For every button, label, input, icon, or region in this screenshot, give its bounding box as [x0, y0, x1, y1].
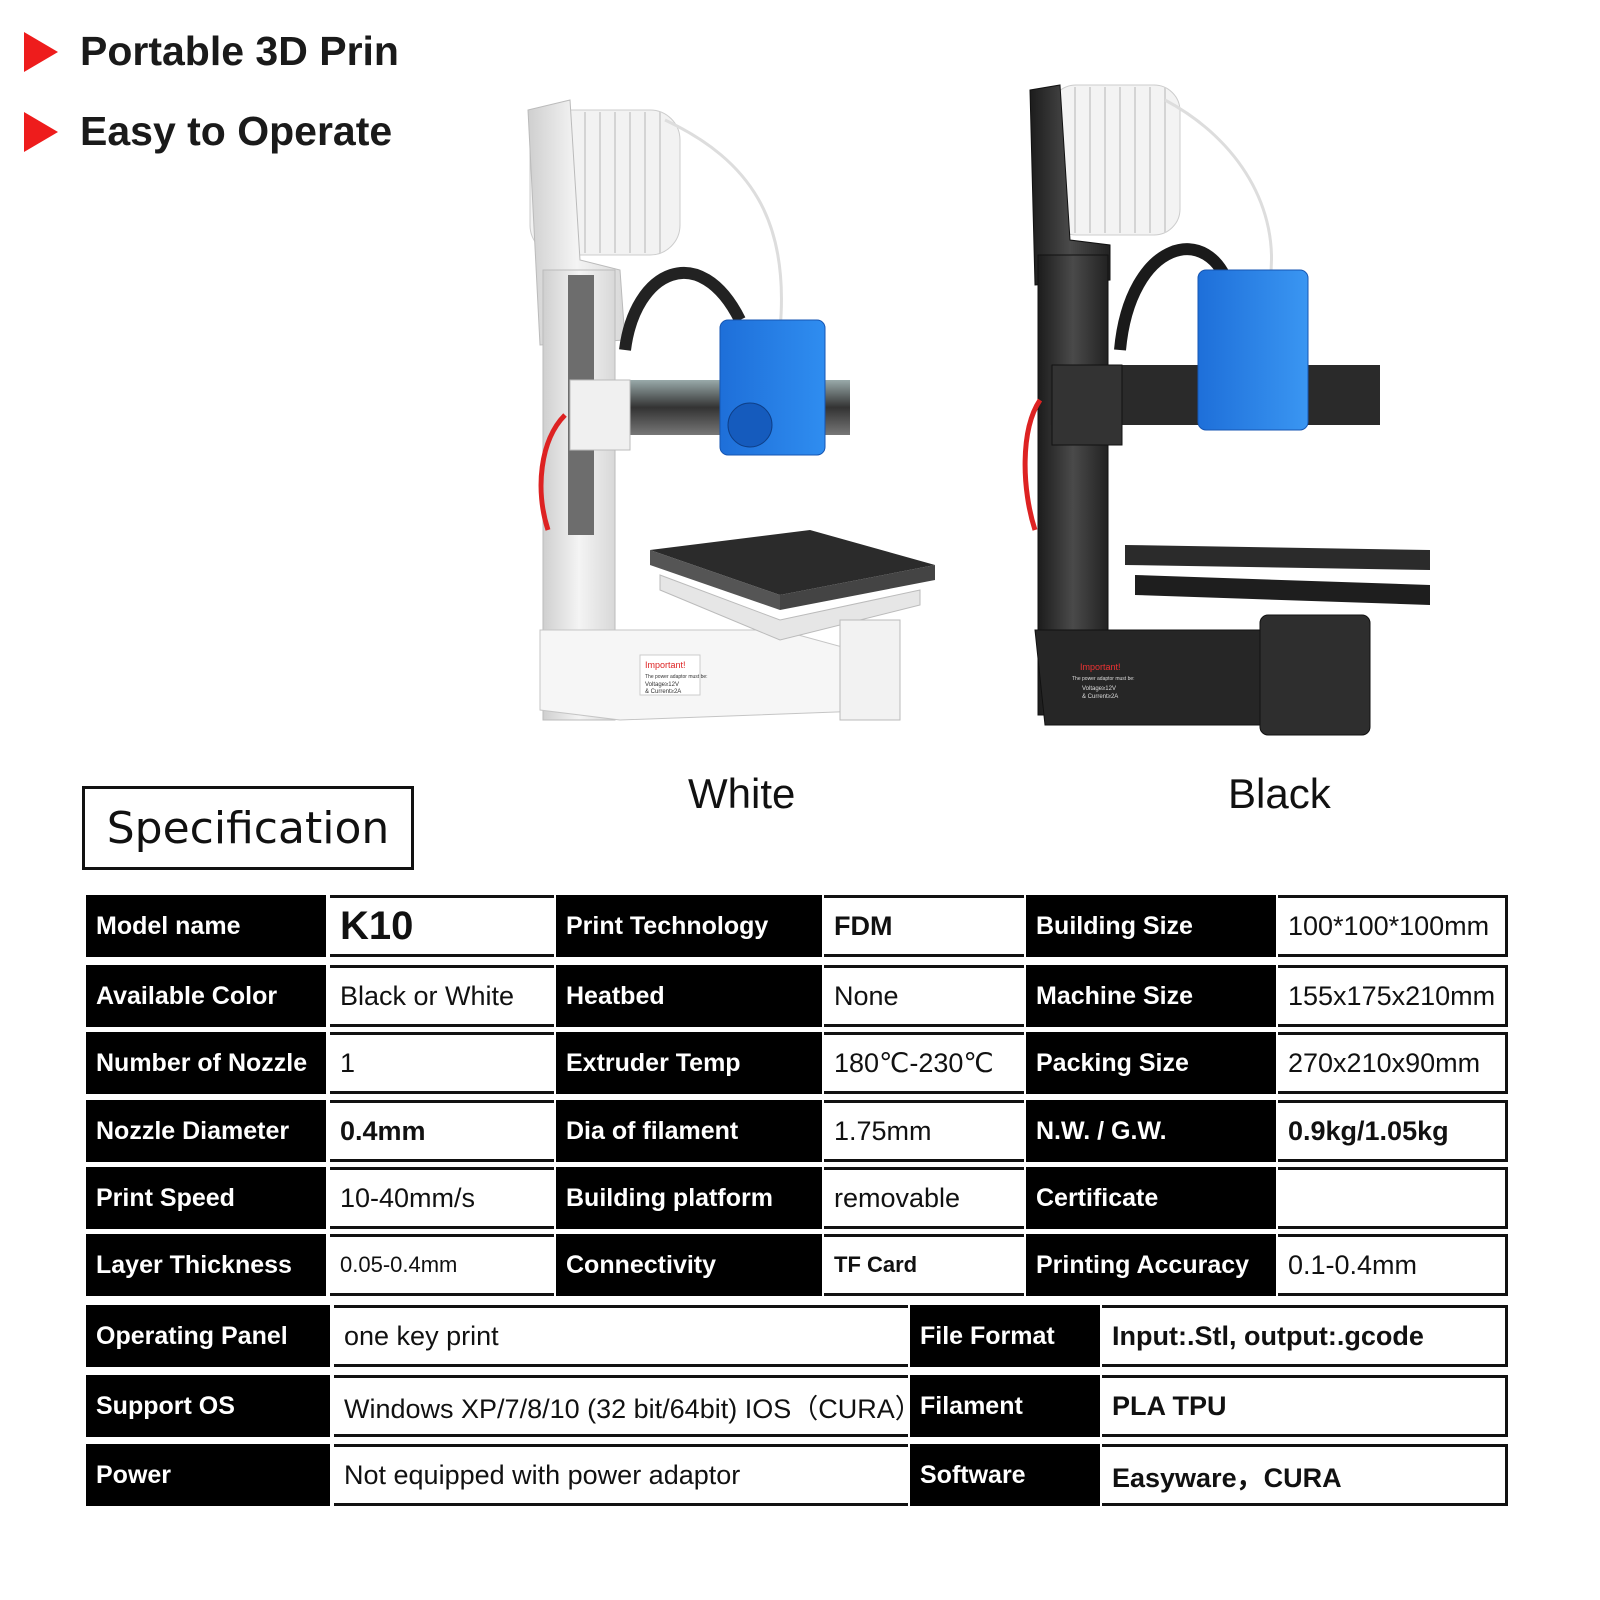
spec-value: Windows XP/7/8/10 (32 bit/64bit) IOS（CUR…: [334, 1375, 908, 1437]
headline-text: Easy to Operate: [80, 108, 393, 154]
sticker-line: Voltage≥12V: [1082, 686, 1116, 692]
spec-key: Model name: [86, 895, 326, 957]
spec-value: 100*100*100mm: [1278, 895, 1508, 957]
spec-key: Certificate: [1026, 1167, 1276, 1229]
spec-value: Black or White: [330, 965, 554, 1027]
black-variant-label: Black: [1228, 770, 1331, 817]
spec-value: 0.4mm: [330, 1100, 554, 1162]
spec-key: Print Speed: [86, 1167, 326, 1229]
sticker-line: & Current≥2A: [645, 689, 681, 695]
spec-value: Input:.Stl, output:.gcode: [1102, 1305, 1508, 1367]
spec-value: 1.75mm: [824, 1100, 1024, 1162]
sticker-line: The power adaptor must be:: [1072, 676, 1135, 682]
spec-key: Building Size: [1026, 895, 1276, 957]
spec-key: Operating Panel: [86, 1305, 330, 1367]
red-triangle-icon: [24, 111, 58, 152]
sticker-line: The power adaptor must be:: [645, 674, 708, 680]
spec-value: [1278, 1167, 1508, 1229]
spec-key: File Format: [910, 1305, 1100, 1367]
spec-value: 180℃-230℃: [824, 1032, 1024, 1094]
spec-value: PLA TPU: [1102, 1375, 1508, 1437]
spec-value: Not equipped with power adaptor: [334, 1444, 908, 1506]
headline-bullet-easy: Easy to Operate: [24, 108, 392, 155]
spec-value: K10: [330, 895, 554, 957]
spec-value: Easyware，CURA: [1102, 1444, 1508, 1506]
sticker-title: Important!: [645, 660, 686, 670]
spec-value: one key print: [334, 1305, 908, 1367]
red-triangle-icon: [24, 31, 58, 72]
spec-key: Machine Size: [1026, 965, 1276, 1027]
specification-title: Specification: [82, 786, 414, 870]
spec-value: FDM: [824, 895, 1024, 957]
headline-text: Portable 3D Prin: [80, 28, 399, 74]
spec-key: Filament: [910, 1375, 1100, 1437]
black-printer-image: Important! The power adaptor must be: Vo…: [1022, 84, 1430, 736]
spec-key: Print Technology: [556, 895, 822, 957]
spec-key: Number of Nozzle: [86, 1032, 326, 1094]
spec-value: 0.05-0.4mm: [330, 1234, 554, 1296]
spec-value: TF Card: [824, 1234, 1024, 1296]
sticker-title: Important!: [1080, 662, 1121, 672]
spec-key: Available Color: [86, 965, 326, 1027]
spec-value: 1: [330, 1032, 554, 1094]
spec-value: 0.9kg/1.05kg: [1278, 1100, 1508, 1162]
spec-key: Building platform: [556, 1167, 822, 1229]
spec-value: 0.1-0.4mm: [1278, 1234, 1508, 1296]
spec-key: Power: [86, 1444, 330, 1506]
spec-value: 270x210x90mm: [1278, 1032, 1508, 1094]
sticker-line: & Current≥2A: [1082, 694, 1118, 700]
spec-key: Printing Accuracy: [1026, 1234, 1276, 1296]
spec-key: Layer Thickness: [86, 1234, 326, 1296]
white-variant-label: White: [688, 770, 796, 817]
white-printer-image: Important! The power adaptor must be: Vo…: [527, 99, 935, 721]
spec-value: 10-40mm/s: [330, 1167, 554, 1229]
sticker-line: Voltage≥12V: [645, 682, 679, 688]
headline-bullet-portable: Portable 3D Prin: [24, 28, 399, 75]
spec-value: None: [824, 965, 1024, 1027]
spec-key: Heatbed: [556, 965, 822, 1027]
spec-key: Support OS: [86, 1375, 330, 1437]
spec-key: N.W. / G.W.: [1026, 1100, 1276, 1162]
spec-key: Dia of filament: [556, 1100, 822, 1162]
spec-key: Software: [910, 1444, 1100, 1506]
spec-value: removable: [824, 1167, 1024, 1229]
spec-key: Packing Size: [1026, 1032, 1276, 1094]
spec-key: Nozzle Diameter: [86, 1100, 326, 1162]
spec-key: Connectivity: [556, 1234, 822, 1296]
spec-value: 155x175x210mm: [1278, 965, 1508, 1027]
spec-key: Extruder Temp: [556, 1032, 822, 1094]
